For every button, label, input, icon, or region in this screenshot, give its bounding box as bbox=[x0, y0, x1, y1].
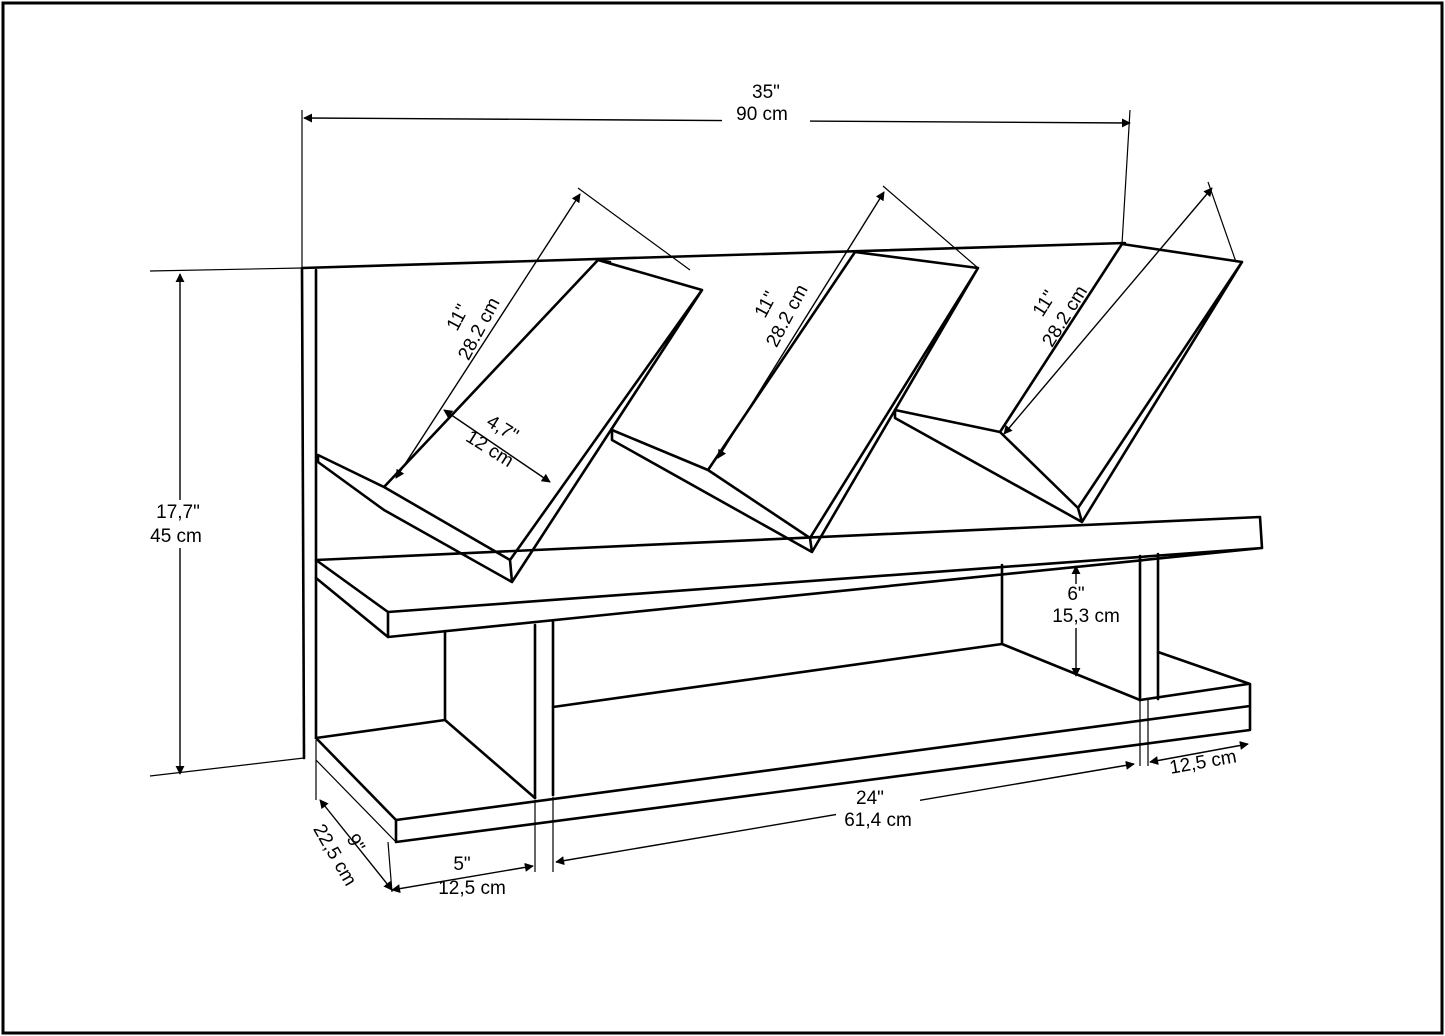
holder-lip-dimension-line bbox=[443, 409, 551, 483]
upper-shelf bbox=[314, 515, 1264, 639]
bottom-shelf bbox=[314, 642, 1252, 844]
shelf-gap-metric-label: 15,3 cm bbox=[1052, 606, 1120, 627]
left-span-metric-label: 12,5 cm bbox=[438, 878, 506, 899]
left-span-dimension-line bbox=[391, 862, 534, 894]
width-dimension-line bbox=[303, 113, 1131, 128]
holder-2-dimension-line bbox=[717, 191, 885, 459]
height-metric-label: 45 cm bbox=[150, 526, 202, 547]
holder-3-dimension-line bbox=[1003, 187, 1213, 435]
width-imperial-label: 35" bbox=[752, 82, 780, 103]
left-span-imperial-label: 5" bbox=[453, 854, 470, 875]
center-span-metric-label: 61,4 cm bbox=[844, 810, 912, 831]
left-support bbox=[443, 620, 555, 800]
height-imperial-label: 17,7" bbox=[156, 502, 200, 523]
inner-back-line bbox=[551, 642, 1250, 709]
depth-dimension-line bbox=[319, 799, 393, 891]
shelf-gap-imperial-label: 6" bbox=[1067, 584, 1084, 605]
book-holder-1 bbox=[316, 258, 704, 584]
dimension-lines bbox=[175, 113, 1249, 894]
book-holder-3 bbox=[893, 242, 1244, 524]
width-metric-label: 90 cm bbox=[736, 104, 788, 125]
center-span-imperial-label: 24" bbox=[856, 788, 884, 809]
right-support bbox=[1000, 552, 1160, 702]
back-panel bbox=[300, 241, 1127, 760]
right-span-metric-label: 12,5 cm bbox=[1168, 746, 1238, 778]
depth-metric-label: 22,5 cm bbox=[308, 821, 360, 890]
right-span-dimension-line bbox=[1149, 741, 1249, 765]
holder-1-dimension-line bbox=[395, 193, 581, 479]
